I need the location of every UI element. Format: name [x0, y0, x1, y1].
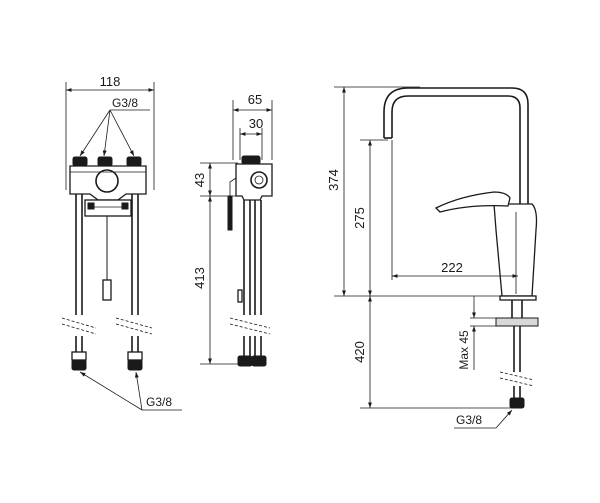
side-height-dimensions: 43 413 [192, 162, 238, 365]
faucet-view: 374 275 222 [326, 86, 539, 429]
side-inner-dimension: 30 [239, 116, 263, 160]
front-width-value: 118 [100, 74, 121, 89]
faucet-spout-height-value: 275 [352, 207, 367, 229]
faucet-height-dimension: 374 [326, 86, 500, 297]
faucet-reach-value: 222 [441, 260, 463, 275]
side-valve-body [227, 155, 273, 367]
front-bottom-callout: G3/8 [79, 371, 182, 411]
side-body-height-value: 413 [192, 267, 207, 289]
side-width-dimension: 65 [232, 92, 273, 160]
front-view: 118 G3/8 [61, 74, 182, 411]
front-bottom-label: G3/8 [146, 395, 172, 409]
faucet-body: 222 [383, 87, 539, 409]
inlet-port-middle [97, 156, 113, 167]
front-inlet-callout: G3/8 [79, 96, 150, 157]
front-valve-body [69, 156, 147, 301]
faucet-deck-dimension: Max 45 [457, 296, 476, 370]
faucet-height-value: 374 [326, 169, 341, 191]
inlet-port-right [126, 156, 142, 167]
faucet-connection-callout: G3/8 [454, 409, 513, 429]
side-width-value: 65 [248, 92, 262, 107]
faucet-under-value: 420 [352, 341, 367, 363]
front-inlet-label: G3/8 [112, 96, 138, 110]
faucet-deck-value: Max 45 [457, 330, 471, 370]
side-inner-value: 30 [249, 116, 263, 131]
front-hoses [61, 194, 153, 371]
faucet-connection-label: G3/8 [456, 413, 482, 427]
faucet-under-dimension: 420 [352, 296, 514, 409]
side-top-height-value: 43 [192, 173, 207, 187]
front-width-dimension: 118 [65, 74, 155, 190]
side-view: 65 30 43 413 [192, 92, 273, 367]
faucet-spout-height-dimension: 275 [352, 139, 388, 296]
inlet-port-left [72, 156, 88, 167]
